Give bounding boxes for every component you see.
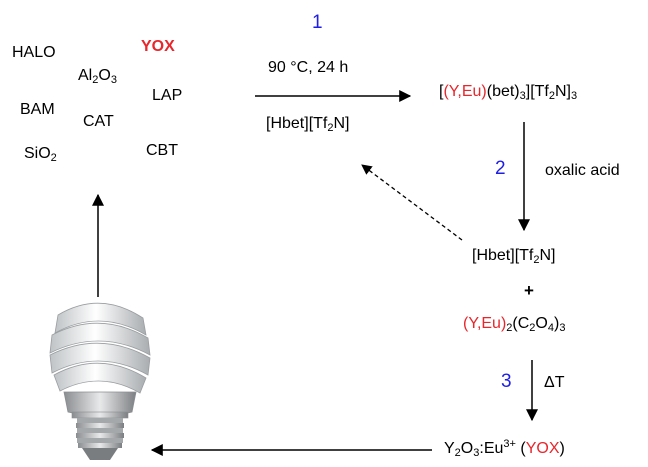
phosphor-cbt: CBT xyxy=(146,142,178,159)
phosphor-alumina: Al2O3 xyxy=(78,67,117,86)
arrow-recycle-dashed xyxy=(361,164,463,241)
step1-conditions: 90 °C, 24 h xyxy=(268,59,349,76)
step-number-3: 3 xyxy=(501,371,512,392)
recycled-ionic-liquid: [Hbet][Tf2N] xyxy=(472,247,556,266)
step3-condition: ΔT xyxy=(544,374,565,391)
yeu-oxalate: (Y,Eu)2(C2O4)3 xyxy=(463,315,566,334)
step1-ionic-liquid: [Hbet][Tf2N] xyxy=(266,115,350,134)
step-number-1: 1 xyxy=(312,12,323,33)
step2-reagent: oxalic acid xyxy=(545,162,620,179)
yeu-betaine-complex: [(Y,Eu)(bet)3][Tf2N]3 xyxy=(439,83,578,102)
plus-sign: + xyxy=(524,281,534,300)
phosphor-cat: CAT xyxy=(83,113,114,130)
phosphor-bam: BAM xyxy=(20,101,55,118)
phosphor-lap: LAP xyxy=(152,87,183,104)
phosphor-yox: YOX xyxy=(141,38,175,55)
cfl-lamp-icon xyxy=(49,302,151,460)
phosphor-halo: HALO xyxy=(12,44,56,61)
yox-product: Y2O3:Eu3+ (YOX) xyxy=(444,438,565,459)
phosphor-silica: SiO2 xyxy=(24,145,57,164)
step-number-2: 2 xyxy=(495,158,506,179)
